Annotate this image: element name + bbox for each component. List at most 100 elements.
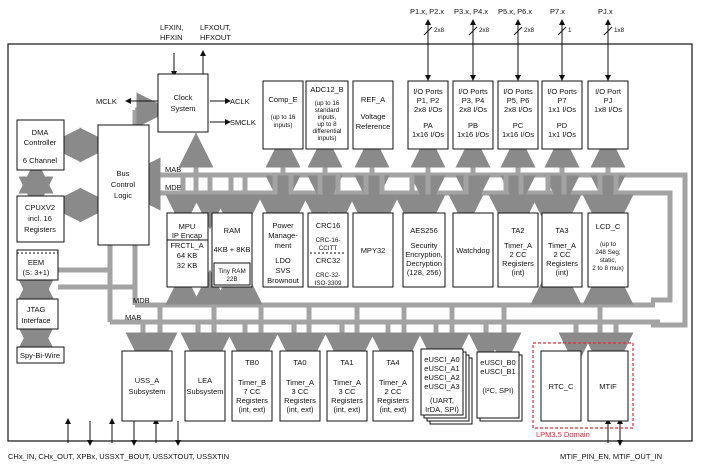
ta4-block: TA4 Timer_A 2 CC Registers (int, ext) — [372, 350, 414, 422]
svg-text:(S: 3+1): (S: 3+1) — [23, 268, 50, 277]
svg-text:4KB + 8KB: 4KB + 8KB — [214, 245, 251, 254]
io-ports-p5-p6: I/O Ports P5, P6 2x8 I/Os PC 1x16 I/Os — [497, 80, 539, 150]
svg-text:Timer_B: Timer_B — [238, 378, 266, 387]
svg-text:2x8 I/Os: 2x8 I/Os — [414, 105, 442, 114]
svg-text:Control: Control — [111, 180, 136, 189]
bus-control-logic: Bus Control Logic — [97, 124, 150, 246]
svg-text:eUSCI_A1: eUSCI_A1 — [424, 364, 459, 373]
ta2-block: TA2 Timer_A 2 CC Registers (int) — [497, 212, 539, 288]
svg-text:Logic: Logic — [114, 191, 132, 200]
aes256-block: AES256 Security Encryption, Decryption (… — [402, 212, 446, 288]
svg-text:(int, ext): (int, ext) — [286, 405, 314, 414]
svg-text:inputs): inputs) — [274, 122, 293, 129]
hfxin-label: HFXIN — [160, 33, 183, 42]
svg-text:3 CC: 3 CC — [338, 387, 356, 396]
svg-text:P1, P2: P1, P2 — [417, 96, 440, 105]
svg-text:CRC-16-: CRC-16- — [316, 237, 341, 244]
svg-text:eUSCI_A3: eUSCI_A3 — [424, 382, 459, 391]
svg-text:I/O Ports: I/O Ports — [547, 87, 577, 96]
mab-label: MAB — [165, 165, 181, 174]
watchdog-block: Watchdog — [452, 212, 494, 288]
svg-text:inputs): inputs) — [318, 135, 337, 142]
lfxin-label: LFXIN, — [160, 23, 183, 32]
ta0-block: TA0 Timer_A 3 CC Registers (int, ext) — [279, 350, 321, 422]
svg-text:(up to 16: (up to 16 — [271, 114, 296, 121]
p34-width: 2x8 — [479, 27, 490, 34]
svg-text:LDO: LDO — [275, 256, 291, 265]
svg-text:PD: PD — [557, 121, 568, 130]
svg-text:2 CC: 2 CC — [509, 250, 527, 259]
svg-text:up to 8: up to 8 — [317, 121, 337, 128]
svg-text:Interface: Interface — [21, 316, 50, 325]
bottom-left-pins-label: CHx_IN, CHx_OUT, XPBx, USSXT_BOUT, USSXT… — [8, 452, 229, 461]
svg-text:TA0: TA0 — [293, 358, 306, 367]
svg-text:Registers: Registers — [502, 259, 534, 268]
svg-text:I/O Ports: I/O Ports — [458, 87, 488, 96]
smclk-label: SMCLK — [230, 118, 256, 127]
io-ports-p1-p2: I/O Ports P1, P2 2x8 I/Os PA 1x16 I/Os — [407, 80, 449, 150]
svg-text:static,: static, — [600, 257, 617, 264]
svg-text:22B: 22B — [226, 276, 237, 283]
svg-text:I/O Ports: I/O Ports — [503, 87, 533, 96]
svg-text:1x16 I/Os: 1x16 I/Os — [502, 130, 534, 139]
svg-text:Registers: Registers — [546, 259, 578, 268]
mdb-label-lower: MDB — [133, 296, 150, 305]
svg-text:1x16 I/Os: 1x16 I/Os — [457, 130, 489, 139]
ref-a-block: REF_A Voltage Reference — [352, 80, 394, 150]
eusci-b-block: eUSCI_B0 eUSCI_B1 (I²C, SPI) — [476, 351, 523, 422]
svg-text:P5, P6: P5, P6 — [507, 96, 530, 105]
svg-text:TA1: TA1 — [340, 358, 353, 367]
svg-text:TA2: TA2 — [511, 226, 524, 235]
cpu-block: CPUXV2 incl. 16 Registers — [16, 195, 65, 243]
svg-text:Registers: Registers — [331, 396, 363, 405]
eusci-a-block: eUSCI_A0 eUSCI_A1 eUSCI_A2 eUSCI_A3 (UAR… — [420, 348, 473, 425]
svg-text:ISO-3309: ISO-3309 — [315, 280, 342, 287]
svg-text:Controller: Controller — [24, 138, 57, 147]
svg-text:Bus: Bus — [117, 169, 130, 178]
p12-width: 2x8 — [434, 27, 445, 34]
svg-text:REF_A: REF_A — [361, 95, 385, 104]
svg-text:(int): (int) — [556, 268, 569, 277]
svg-text:FRCTL_A: FRCTL_A — [170, 241, 203, 250]
svg-text:Subsystem: Subsystem — [186, 387, 223, 396]
svg-text:Subsystem: Subsystem — [128, 387, 165, 396]
svg-text:PB: PB — [468, 121, 478, 130]
svg-text:I/O Port: I/O Port — [595, 87, 622, 96]
svg-text:Power: Power — [272, 221, 294, 230]
svg-text:Timer_A: Timer_A — [379, 378, 407, 387]
svg-text:Spy-Bi-Wire: Spy-Bi-Wire — [20, 351, 60, 360]
svg-text:(int, ext): (int, ext) — [379, 405, 407, 414]
svg-text:Brownout: Brownout — [267, 276, 300, 285]
dma-controller: DMA Controller 6 Channel — [16, 119, 65, 171]
uss-a-subsystem: USS_A Subsystem — [121, 350, 173, 422]
mpu-fram-block: MPU IP Encap FRCTL_A 64 KB 32 KB — [166, 212, 209, 288]
pj-pin-label: PJ.x — [598, 7, 613, 16]
svg-text:Comp_E: Comp_E — [268, 95, 297, 104]
eem-block: EEM (S: 3+1) — [16, 249, 59, 281]
svg-text:System: System — [170, 104, 195, 113]
svg-text:Tiny RAM: Tiny RAM — [218, 268, 245, 275]
svg-text:TA3: TA3 — [555, 226, 568, 235]
svg-text:Clock: Clock — [174, 93, 193, 102]
svg-text:CRC16: CRC16 — [316, 221, 341, 230]
mclk-label: MCLK — [96, 97, 117, 106]
svg-text:I/O Ports: I/O Ports — [413, 87, 443, 96]
spy-bi-wire-block: Spy-Bi-Wire — [16, 346, 65, 364]
svg-text:RAM: RAM — [224, 226, 241, 235]
p56-pin-label: P5.x, P6.x — [498, 7, 532, 16]
svg-text:2x8 I/Os: 2x8 I/Os — [459, 105, 487, 114]
svg-text:eUSCI_A2: eUSCI_A2 — [424, 373, 459, 382]
clock-signals — [125, 50, 231, 125]
comp-e-block: Comp_E (up to 16 inputs) — [262, 80, 304, 150]
lea-subsystem: LEA Subsystem — [184, 350, 226, 422]
svg-text:differential: differential — [313, 128, 342, 135]
svg-text:incl. 16: incl. 16 — [28, 214, 52, 223]
io-pins — [423, 19, 613, 81]
svg-text:(up to 16: (up to 16 — [315, 100, 340, 107]
io-port-pj: I/O Port PJ 1x8 I/Os — [587, 80, 629, 150]
p56-width: 2x8 — [524, 27, 535, 34]
svg-text:DMA: DMA — [32, 128, 49, 137]
svg-text:7 CC: 7 CC — [243, 387, 261, 396]
svg-text:Watchdog: Watchdog — [456, 246, 490, 255]
svg-text:1x8 I/Os: 1x8 I/Os — [594, 105, 622, 114]
